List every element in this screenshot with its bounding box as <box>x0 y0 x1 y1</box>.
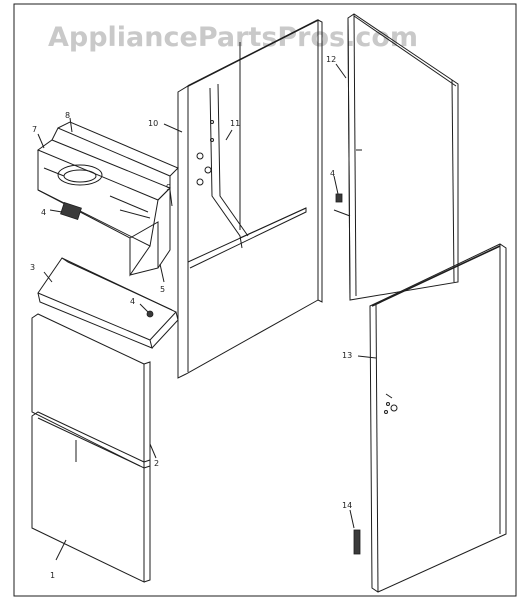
tray-part <box>37 257 179 349</box>
callout-5: 5 <box>160 285 165 294</box>
watermark-text: AppliancePartsPros.com <box>48 22 419 53</box>
page-border <box>13 3 517 597</box>
callout-14: 14 <box>342 501 352 510</box>
callout-11: 11 <box>230 119 240 128</box>
callout-4-compartment: 4 <box>41 208 46 217</box>
callout-13: 13 <box>342 351 352 360</box>
callout-4-tray: 4 <box>130 297 135 306</box>
callout-7: 7 <box>32 125 37 134</box>
large-side-panel-part <box>353 243 507 593</box>
callout-1: 1 <box>50 571 55 580</box>
callout-3: 3 <box>30 263 35 272</box>
cabinet-frame-part <box>177 19 323 379</box>
lower-front-panel <box>31 411 151 583</box>
leader-lines <box>37 63 377 561</box>
blower-compartment-part <box>36 121 179 277</box>
callout-labels: 1 2 3 4 4 4 5 7 8 9 10 11 12 13 14 <box>30 55 352 580</box>
callout-2: 2 <box>154 459 159 468</box>
upper-front-panel <box>31 313 151 469</box>
callout-4-side-panel: 4 <box>330 169 335 178</box>
side-panel-part <box>333 13 459 301</box>
callout-10: 10 <box>148 119 158 128</box>
callout-12: 12 <box>326 55 336 64</box>
callout-9: 9 <box>166 183 171 192</box>
callout-8: 8 <box>65 111 70 120</box>
